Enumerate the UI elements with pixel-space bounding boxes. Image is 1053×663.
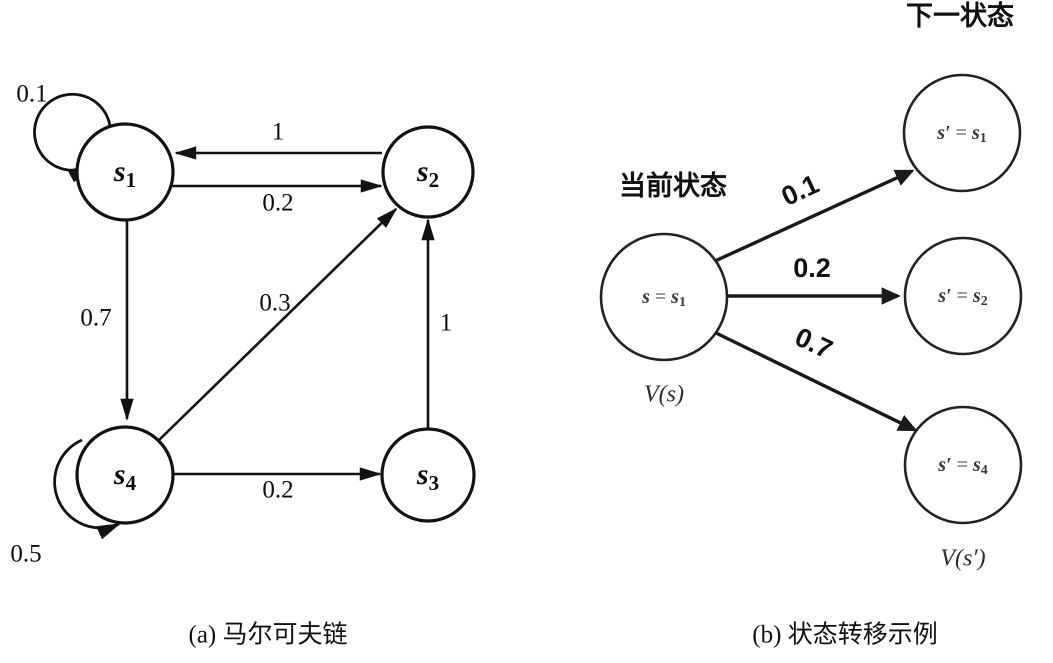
node-source-state[interactable]: s = s1 V(s) bbox=[599, 232, 729, 408]
node-circle-sp2[interactable] bbox=[903, 236, 1023, 356]
node-next-state-s4[interactable]: s′ = s4 V(s′) bbox=[903, 405, 1023, 572]
node-label-sp2: s′ = s2 bbox=[937, 285, 988, 310]
value-label-sp4: V(s′) bbox=[940, 546, 985, 572]
edge-weight-s4-s4: 0.5 bbox=[10, 541, 41, 568]
value-label-source: V(s) bbox=[644, 382, 684, 408]
node-label-s1: s1 bbox=[113, 155, 136, 192]
node-next-state-s1[interactable]: s′ = s1 bbox=[902, 73, 1022, 193]
edge-weight-s1-s2: 0.2 bbox=[262, 190, 293, 217]
edge-s4-to-s3: 0.2 bbox=[173, 467, 382, 504]
edge-s3-to-s2: 1 bbox=[421, 218, 453, 428]
self-loop-path-s4 bbox=[53, 438, 121, 540]
edge-s4-to-s2: 0.3 bbox=[156, 207, 398, 443]
panel-b-state-transition: 下一状态 当前状态 0.1 0.2 0.7 s = s1 bbox=[599, 1, 1023, 649]
node-label-s2: s2 bbox=[416, 155, 439, 192]
edge-weight-s1-s4: 0.7 bbox=[80, 305, 111, 332]
node-circle-sp1[interactable] bbox=[902, 73, 1022, 193]
panel-a-caption: (a) 马尔可夫链 bbox=[189, 621, 348, 649]
node-circle-s1[interactable] bbox=[75, 122, 175, 222]
node-label-s3: s3 bbox=[416, 458, 439, 495]
node-label-s4: s4 bbox=[113, 458, 137, 495]
edge-weight-s3-s2: 1 bbox=[440, 310, 453, 337]
edge-weight-source-sp2: 0.2 bbox=[793, 253, 831, 283]
node-next-state-s2[interactable]: s′ = s2 bbox=[903, 236, 1023, 356]
edge-weight-s1-s1: 0.1 bbox=[16, 81, 47, 108]
node-s2[interactable]: s2 bbox=[381, 125, 475, 219]
edge-source-to-sp2: 0.2 bbox=[728, 253, 901, 305]
next-state-heading: 下一状态 bbox=[906, 1, 1014, 31]
node-circle-sp4[interactable] bbox=[903, 405, 1023, 525]
node-label-source: s = s1 bbox=[641, 286, 686, 311]
edge-s4-to-s4: 0.5 bbox=[10, 438, 121, 568]
edge-weight-source-sp1: 0.1 bbox=[777, 169, 824, 212]
node-s3[interactable]: s3 bbox=[380, 427, 476, 523]
edge-weight-s4-s3: 0.2 bbox=[262, 477, 293, 504]
panel-a-markov-chain: 0.1 1 0.2 0.7 0.3 bbox=[10, 81, 476, 649]
node-s4[interactable]: s4 bbox=[75, 425, 175, 525]
edge-s2-to-s1: 1 bbox=[174, 119, 382, 160]
node-circle-source[interactable] bbox=[599, 232, 729, 362]
edge-source-to-sp4: 0.7 bbox=[715, 322, 918, 432]
edge-path-s4-s2 bbox=[156, 207, 398, 443]
edge-weight-s4-s2: 0.3 bbox=[259, 290, 290, 317]
node-label-sp1: s′ = s1 bbox=[936, 122, 987, 147]
panel-b-caption: (b) 状态转移示例 bbox=[752, 621, 937, 649]
self-loop-path-s1 bbox=[33, 92, 112, 183]
node-circle-s4[interactable] bbox=[75, 425, 175, 525]
edge-s1-to-s4: 0.7 bbox=[80, 220, 134, 421]
node-circle-s3[interactable] bbox=[380, 427, 476, 523]
edge-path-source-sp4 bbox=[715, 331, 918, 432]
edge-weight-s2-s1: 1 bbox=[272, 119, 285, 146]
node-label-sp4: s′ = s4 bbox=[937, 454, 988, 479]
edge-s1-to-s1: 0.1 bbox=[16, 81, 112, 183]
node-s1[interactable]: s1 bbox=[75, 122, 175, 222]
edge-path-source-sp1 bbox=[714, 169, 915, 263]
edge-s1-to-s2: 0.2 bbox=[172, 179, 383, 217]
current-state-heading: 当前状态 bbox=[619, 170, 727, 201]
edge-weight-source-sp4: 0.7 bbox=[790, 322, 837, 365]
edge-source-to-sp1: 0.1 bbox=[714, 169, 915, 263]
node-circle-s2[interactable] bbox=[381, 125, 475, 219]
